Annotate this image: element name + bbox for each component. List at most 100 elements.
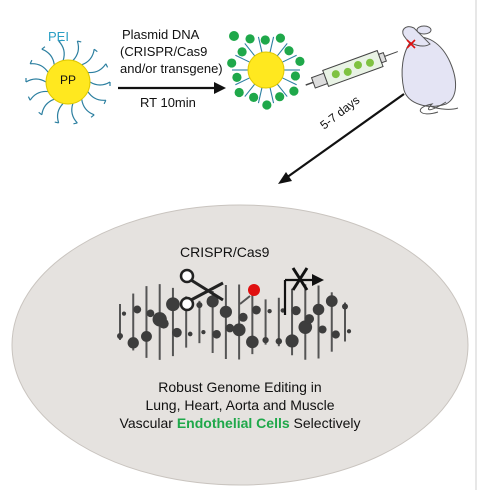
helix-base	[331, 330, 340, 339]
pei-label: PEI	[48, 29, 69, 44]
reaction-arrow	[118, 82, 226, 94]
helix-base	[318, 325, 327, 334]
helix-base	[232, 323, 246, 337]
pei-nanoparticle	[25, 39, 111, 125]
map-pin-icon	[239, 284, 260, 305]
helix-base	[285, 334, 299, 348]
outcome-line-3-post: Selectively	[293, 415, 361, 431]
pp-core	[45, 59, 91, 105]
helix-base	[219, 305, 232, 318]
plasmid-dna-dot	[245, 34, 255, 44]
syringe-icon	[305, 49, 398, 89]
outcome-line-1: Robust Genome Editing in	[158, 379, 322, 395]
helix-base	[166, 297, 180, 312]
pei-strand	[41, 48, 55, 65]
plasmid-dna-dot	[237, 47, 247, 57]
plasmid-dna-dot	[232, 72, 242, 82]
helix-base	[172, 327, 182, 338]
reaction-condition: RT 10min	[140, 95, 196, 110]
helix-base	[312, 303, 325, 316]
plasmid-dna-dot	[275, 33, 286, 43]
pei-strand	[73, 122, 78, 125]
pei-strand	[71, 103, 78, 124]
helix-base	[206, 295, 219, 308]
payload-line-3: and/or transgene)	[120, 61, 223, 76]
plasmid-dna-dot	[260, 35, 270, 45]
pei-strand	[58, 40, 65, 61]
pei-strand	[103, 99, 107, 105]
outcome-line-3-pre: Vascular	[119, 415, 173, 431]
helix-base	[267, 308, 272, 314]
core-label: PP	[59, 73, 76, 87]
pei-strand	[244, 83, 256, 97]
scissors-icon	[179, 268, 224, 312]
pei-strand	[87, 63, 107, 74]
helix-base	[187, 331, 193, 337]
pei-strand	[257, 36, 263, 53]
helix-base	[298, 320, 313, 334]
pei-strand	[81, 49, 95, 66]
pei-strand	[269, 36, 275, 53]
mouse-icon	[401, 25, 459, 115]
pp-core	[247, 51, 285, 89]
pei-strand	[87, 91, 106, 101]
plasmid-dna-dot	[289, 86, 299, 96]
red-x-icon	[406, 39, 416, 49]
pei-strand	[29, 90, 49, 101]
pei-strand	[38, 111, 43, 116]
plasmid-dna-dot	[275, 92, 285, 102]
helix-base	[291, 306, 301, 316]
helix-base	[141, 330, 152, 342]
dna-loaded-nanoparticle	[227, 33, 305, 110]
helix-base	[246, 335, 259, 349]
helix-base	[275, 338, 283, 345]
helix-base	[121, 311, 127, 316]
plasmid-dna-dot	[295, 56, 305, 66]
pei-strand	[54, 121, 59, 124]
helix-base	[146, 309, 155, 318]
pei-strand	[281, 54, 297, 63]
pei-strand	[257, 87, 263, 104]
pei-strand	[235, 54, 251, 63]
pei-strand	[276, 43, 288, 57]
payload-line-2: (CRISPR/Cas9	[120, 44, 208, 59]
plasmid-dna-dot	[229, 31, 239, 41]
pei-strand	[41, 98, 55, 115]
plasmid-dna-dot	[227, 58, 237, 68]
mechanism-label: CRISPR/Cas9	[180, 244, 270, 260]
pei-strand	[90, 114, 95, 118]
pei-strand	[276, 83, 288, 97]
pei-strand	[269, 87, 275, 104]
pei-strand	[25, 78, 47, 83]
helix-base	[304, 314, 315, 324]
outcome-line-2: Lung, Heart, Aorta and Muscle	[145, 397, 335, 413]
helix-base	[341, 303, 349, 310]
payload-title: Plasmid DNA	[122, 27, 200, 42]
helix-base	[196, 302, 203, 309]
plasmid-dna-dot	[290, 71, 301, 81]
pei-strand	[81, 99, 95, 116]
pei-strand	[72, 40, 80, 61]
plasmid-dna-dot	[262, 100, 272, 110]
helix-base	[346, 329, 352, 334]
pei-strand	[58, 39, 63, 42]
helix-base	[212, 330, 221, 339]
helix-base	[201, 330, 206, 335]
helix-base	[127, 337, 139, 349]
dna-helix	[117, 284, 352, 360]
helix-base	[117, 333, 123, 339]
helix-base	[133, 305, 142, 314]
pei-strand	[105, 63, 109, 68]
pei-strand	[235, 77, 251, 86]
outcome-highlight: Endothelial Cells	[176, 415, 290, 431]
helix-base	[251, 305, 261, 315]
outcome-line-3: Vascular Endothelial Cells Selectively	[20, 415, 460, 431]
helix-base	[158, 318, 169, 329]
helix-base	[225, 323, 235, 333]
pei-strand	[41, 46, 46, 50]
pei-strand	[30, 63, 49, 73]
pei-strand	[281, 77, 297, 86]
pei-strand	[56, 103, 64, 124]
helix-base	[238, 312, 248, 322]
pei-strand	[244, 43, 256, 57]
